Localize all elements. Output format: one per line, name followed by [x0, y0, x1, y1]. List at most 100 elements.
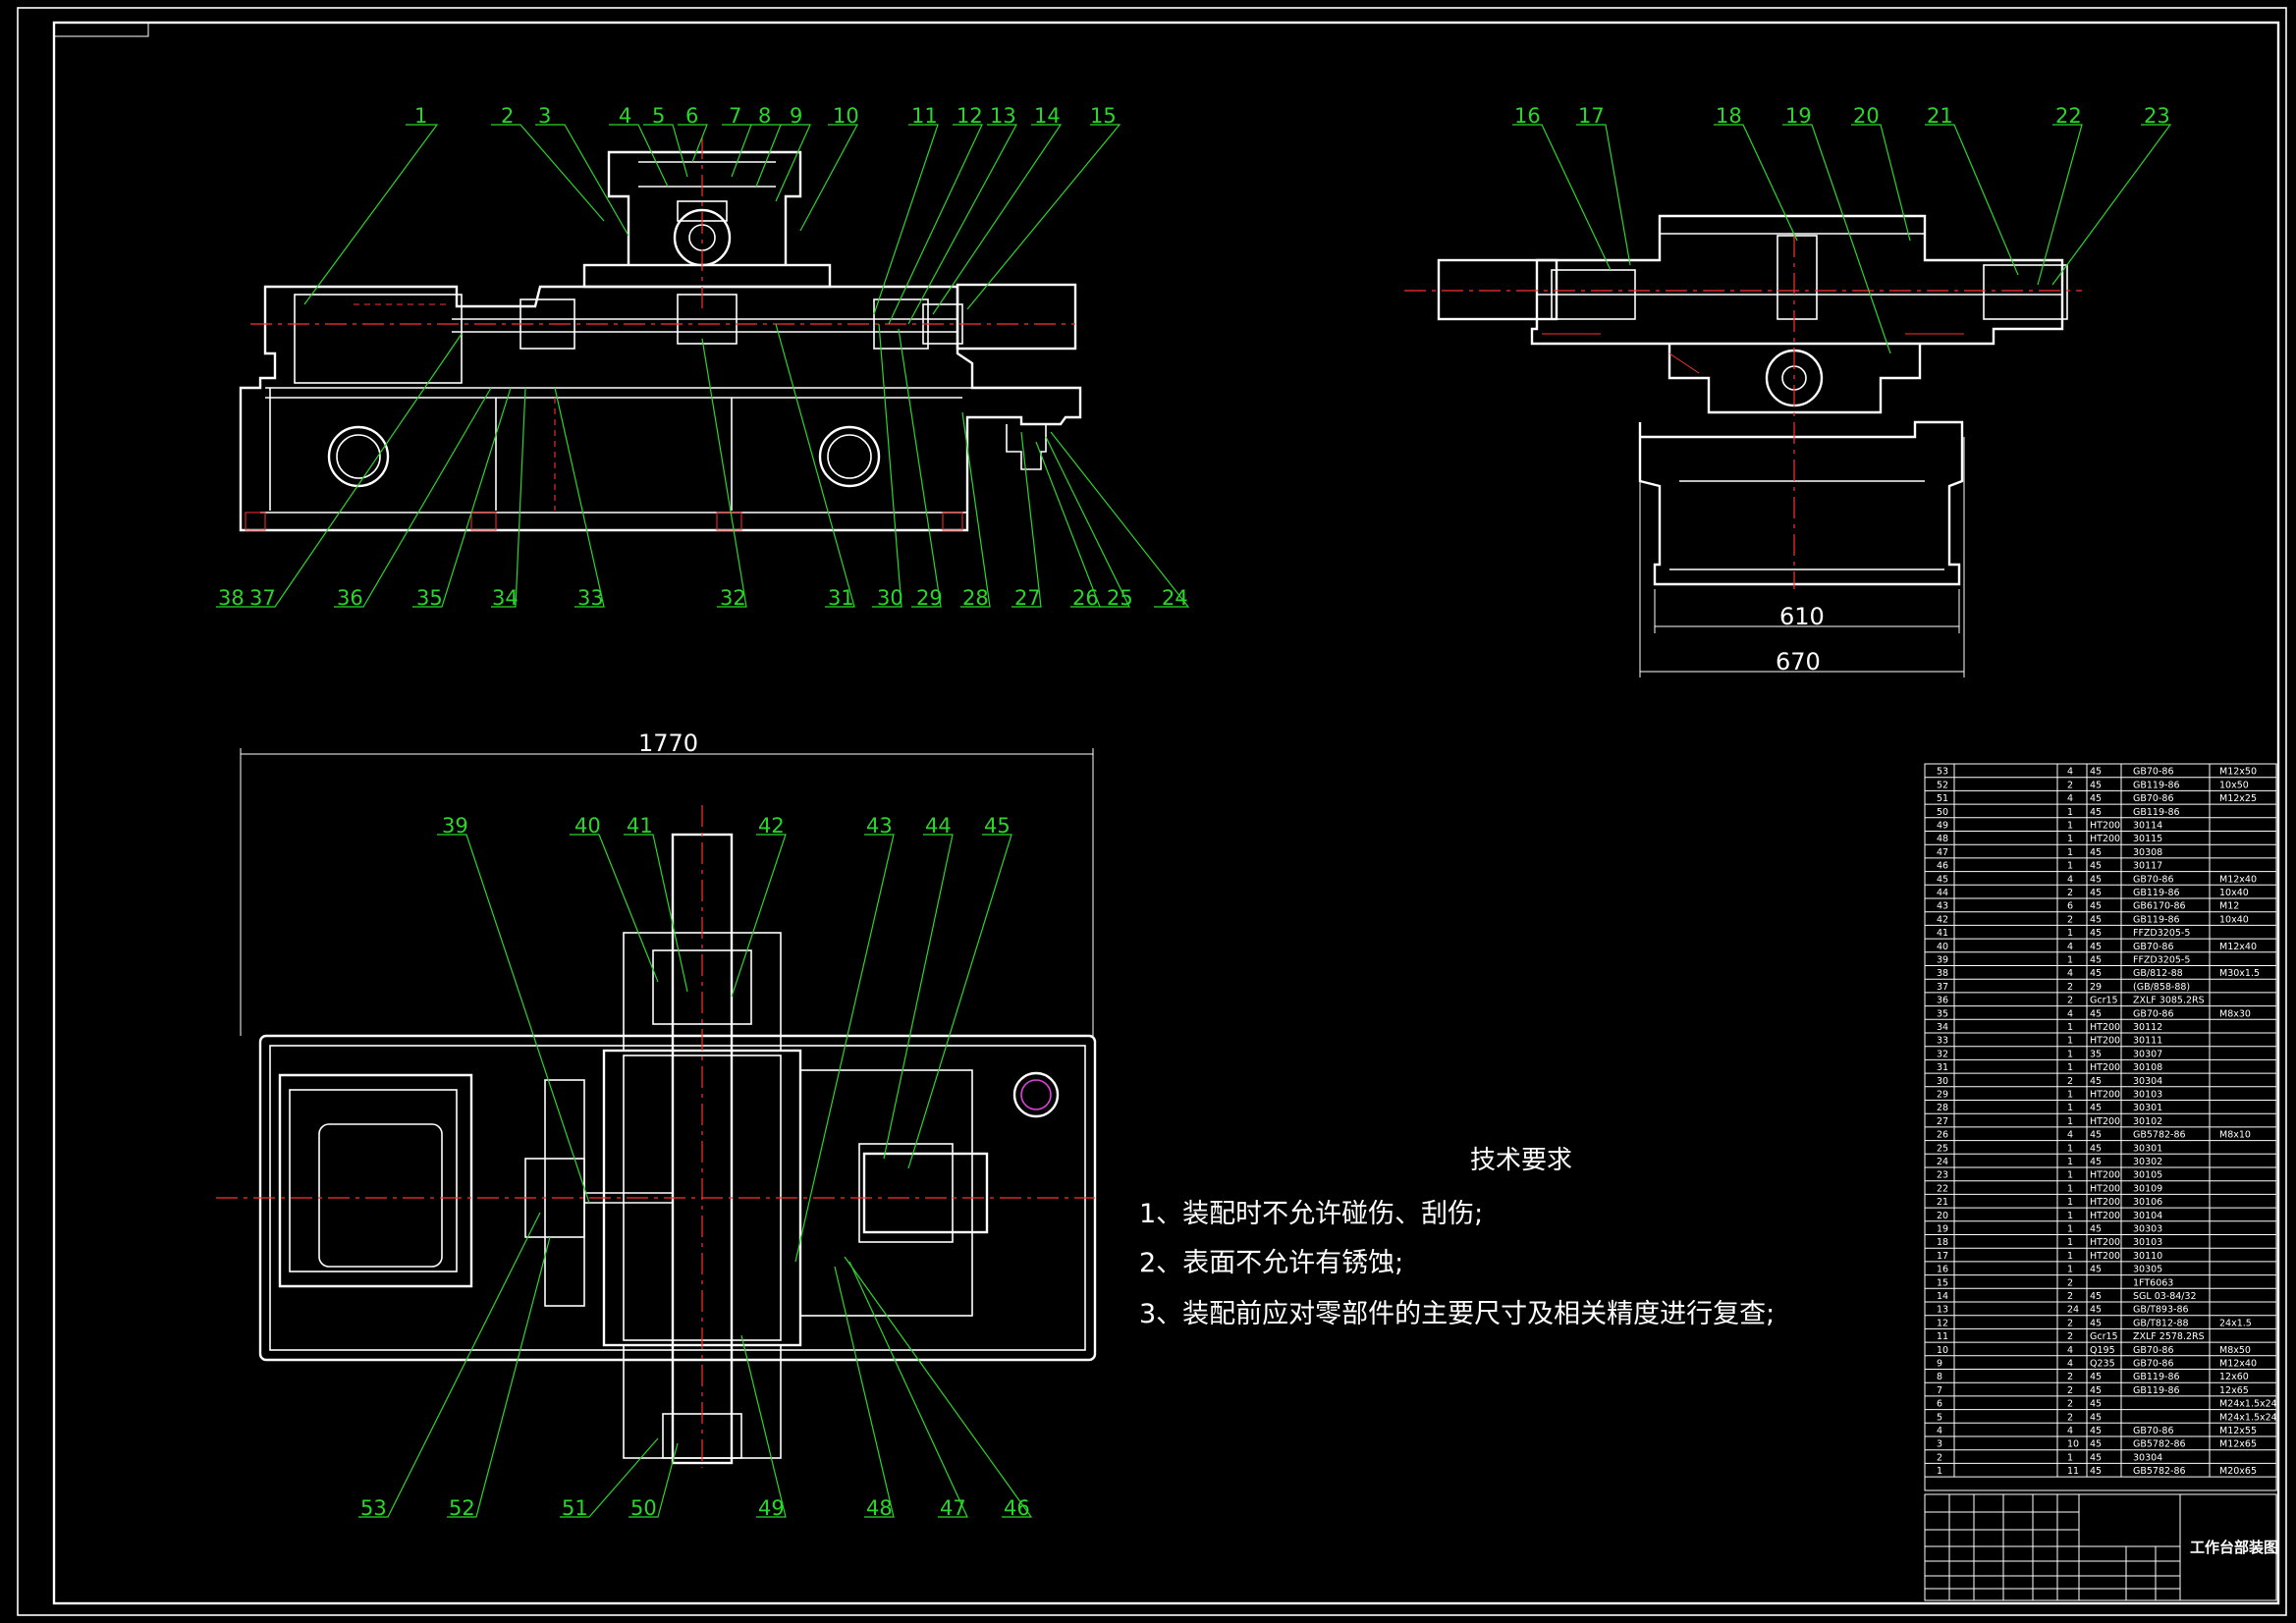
balloon: 51: [562, 1496, 588, 1520]
bom-standard: GB119-86: [2133, 914, 2180, 925]
bom-material: HT200: [2090, 1090, 2120, 1101]
bom-qty: 2: [2067, 982, 2073, 993]
bom-standard: GB119-86: [2133, 807, 2180, 818]
balloon-leaders: [216, 124, 2172, 1518]
bom-qty: 2: [2067, 1331, 2073, 1342]
balloon: 53: [360, 1496, 387, 1520]
bom-spec: M12x40: [2219, 942, 2257, 952]
bom-item-no: 51: [1937, 793, 1948, 804]
plan-view: 1770: [216, 730, 1097, 1468]
bom-qty: 1: [2067, 1116, 2073, 1127]
bom-material: 45: [2090, 807, 2102, 818]
bom-item-no: 8: [1937, 1372, 1942, 1382]
balloon: 2: [501, 104, 514, 128]
bom-qty: 6: [2067, 901, 2073, 912]
bom-item-no: 12: [1937, 1318, 1948, 1328]
bom-material: 45: [2090, 1103, 2102, 1113]
balloon: 10: [833, 104, 859, 128]
bom-standard: 30301: [2133, 1103, 2162, 1113]
balloon: 29: [916, 586, 943, 610]
bom-standard: 30105: [2133, 1170, 2162, 1181]
bom-qty: 1: [2067, 1452, 2073, 1463]
bom-material: HT200: [2090, 1197, 2120, 1208]
balloon: 15: [1090, 104, 1117, 128]
bom-material: HT200: [2090, 1251, 2120, 1262]
bom-qty: 2: [2067, 1318, 2073, 1328]
bom-qty: 1: [2067, 1062, 2073, 1073]
balloon: 25: [1107, 586, 1133, 610]
balloon: 32: [720, 586, 746, 610]
bom-spec: M20x65: [2219, 1466, 2257, 1477]
balloon-numbers-plan-top: 39 40 41 42 43 44 45: [442, 814, 1011, 838]
bom-material: 45: [2090, 928, 2102, 939]
balloon: 23: [2144, 104, 2170, 128]
bom-item-no: 6: [1937, 1399, 1942, 1410]
bom-item-no: 7: [1937, 1385, 1942, 1396]
bom-item-no: 42: [1937, 914, 1948, 925]
balloon: 43: [866, 814, 893, 838]
bom-item-no: 45: [1937, 874, 1948, 885]
balloon: 20: [1853, 104, 1880, 128]
bom-item-no: 10: [1937, 1345, 1948, 1356]
bom-standard: GB119-86: [2133, 1372, 2180, 1382]
balloon: 13: [990, 104, 1016, 128]
bom-standard: 30108: [2133, 1062, 2162, 1073]
bom-qty: 2: [2067, 1412, 2073, 1423]
bom-qty: 24: [2067, 1305, 2079, 1316]
bom-item-no: 31: [1937, 1062, 1948, 1073]
bom-material: 45: [2090, 1291, 2102, 1302]
bom-material: HT200: [2090, 1170, 2120, 1181]
bom-item-no: 15: [1937, 1277, 1948, 1288]
bom-spec: 10x40: [2219, 914, 2249, 925]
bom-qty: 2: [2067, 1372, 2073, 1382]
bom-standard: 30308: [2133, 847, 2162, 858]
bom-material: 45: [2090, 1008, 2102, 1019]
bom-material: 45: [2090, 955, 2102, 966]
bom-standard: GB119-86: [2133, 780, 2180, 790]
bom-standard: GB5782-86: [2133, 1130, 2186, 1141]
bom-standard: GB119-86: [2133, 1385, 2180, 1396]
bom-qty: 2: [2067, 1385, 2073, 1396]
bom-qty: 1: [2067, 834, 2073, 844]
balloon: 40: [574, 814, 601, 838]
bom-standard: ZXLF 3085.2RS: [2133, 996, 2205, 1006]
bom-standard: 30110: [2133, 1251, 2162, 1262]
bom-standard: GB/T812-88: [2133, 1318, 2189, 1328]
bom-item-no: 16: [1937, 1265, 1948, 1275]
balloon: 49: [758, 1496, 785, 1520]
bom-material: HT200: [2090, 1183, 2120, 1194]
bom-spec: M24x1.5x24: [2219, 1399, 2277, 1410]
bom-standard: 30304: [2133, 1076, 2162, 1087]
side-view: 610 670: [1404, 214, 2082, 677]
bom-spec: M12x25: [2219, 793, 2257, 804]
bom-qty: 2: [2067, 996, 2073, 1006]
bom-qty: 1: [2067, 1157, 2073, 1167]
balloon: 17: [1578, 104, 1605, 128]
bom-standard: GB70-86: [2133, 1426, 2173, 1436]
bom-qty: 1: [2067, 1049, 2073, 1059]
balloon-numbers-front-bottom: 38 37 36 35 34 33 32 31 30 29 28 27 26 2…: [218, 586, 1188, 610]
bom-material: HT200: [2090, 821, 2120, 832]
bom-qty: 1: [2067, 847, 2073, 858]
balloon: 44: [925, 814, 952, 838]
bom-qty: 2: [2067, 1277, 2073, 1288]
bom-material: 45: [2090, 874, 2102, 885]
bom-standard: 30303: [2133, 1224, 2162, 1235]
balloon: 21: [1927, 104, 1953, 128]
bom-standard: 30106: [2133, 1197, 2162, 1208]
bom-item-no: 49: [1937, 821, 1948, 832]
balloon: 31: [828, 586, 854, 610]
front-section-view: [239, 137, 1082, 532]
bom-item-no: 44: [1937, 888, 1948, 898]
bom-item-no: 23: [1937, 1170, 1948, 1181]
bom-standard: GB6170-86: [2133, 901, 2186, 912]
bom-standard: GB/T893-86: [2133, 1305, 2189, 1316]
bom-material: 45: [2090, 914, 2102, 925]
bom-material: 45: [2090, 1385, 2102, 1396]
balloon: 42: [758, 814, 785, 838]
balloon: 22: [2055, 104, 2082, 128]
bom-standard: 30103: [2133, 1237, 2162, 1248]
balloon: 18: [1716, 104, 1742, 128]
bom-material: Q195: [2090, 1345, 2115, 1356]
bom-item-no: 40: [1937, 942, 1948, 952]
